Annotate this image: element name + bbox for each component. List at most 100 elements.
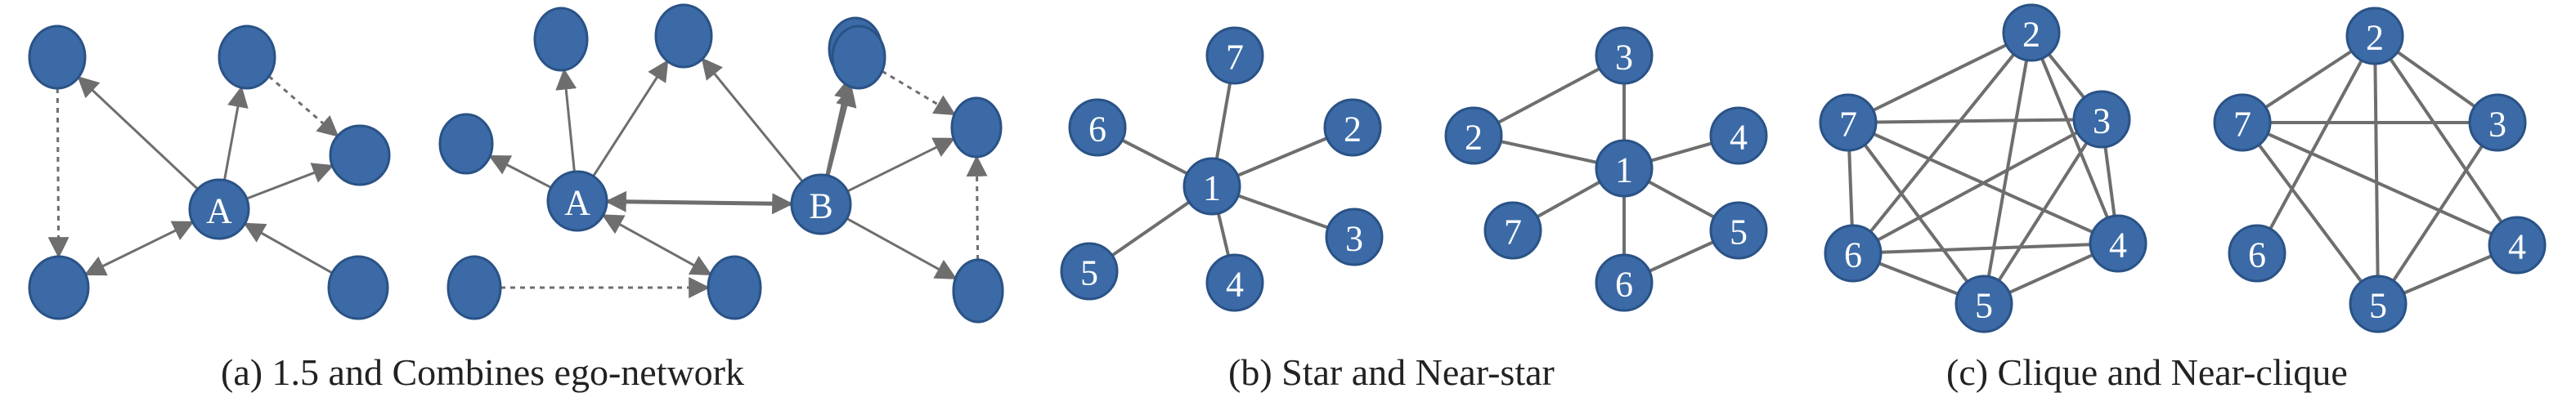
node-n5: 5 — [1709, 201, 1768, 260]
edge-cA-c1 — [488, 154, 552, 189]
edge-r4-r5 — [2403, 254, 2493, 295]
node-label: 5 — [1080, 253, 1098, 293]
edge-eA-e3 — [246, 163, 334, 200]
node-circle — [28, 255, 90, 320]
node-circle — [1444, 106, 1503, 165]
node-circle — [1595, 139, 1654, 198]
node-label: 3 — [2093, 101, 2111, 141]
node-q2: 2 — [2002, 3, 2061, 62]
edge-n1-n7 — [1536, 180, 1601, 219]
caption-star: (b) Star and Near-star — [1228, 351, 1555, 393]
node-circle — [1824, 224, 1883, 283]
node-circle — [28, 25, 87, 90]
node-circle — [2072, 90, 2131, 149]
edge-eA-e2 — [222, 86, 249, 181]
edge-cA-c5 — [592, 60, 669, 177]
node-label: 7 — [1839, 105, 1857, 145]
edge-cA-c4 — [601, 214, 712, 276]
node-n4: 4 — [1709, 106, 1768, 165]
node-circle — [2002, 3, 2061, 62]
edge-cA-c2 — [555, 68, 577, 172]
edge-layer — [47, 43, 2503, 298]
edge-r2-r6 — [2269, 59, 2363, 230]
node-c2 — [533, 7, 589, 72]
node-eA: A — [188, 178, 250, 240]
node-label: 3 — [2488, 105, 2506, 145]
node-circle — [1060, 242, 1119, 301]
node-circle — [1323, 98, 1382, 157]
node-circle — [2228, 224, 2287, 283]
node-n2: 2 — [1444, 106, 1503, 165]
node-circle — [533, 7, 589, 72]
node-circle — [654, 3, 713, 69]
node-e2 — [218, 25, 276, 90]
edge-e1-e4 — [47, 87, 70, 259]
node-circle — [447, 255, 502, 320]
node-r6: 6 — [2228, 224, 2287, 283]
node-label: 7 — [1226, 38, 1244, 78]
node-label: 4 — [1226, 265, 1244, 305]
node-circle — [327, 255, 389, 320]
node-e5 — [327, 255, 389, 320]
edge-r3-r5 — [2392, 145, 2484, 282]
edge-e2-e3 — [267, 75, 339, 137]
node-r4: 4 — [2488, 216, 2547, 275]
node-c10 — [952, 258, 1004, 324]
node-c8 — [950, 96, 1003, 159]
node-circle — [438, 113, 494, 175]
edge-r2-r3 — [2396, 50, 2476, 109]
node-label: 6 — [2248, 235, 2266, 275]
edge-s1-s2 — [1236, 136, 1328, 177]
edge-q2-q6 — [1869, 53, 2016, 233]
node-circle — [790, 173, 852, 235]
node-circle — [329, 124, 391, 186]
edge-q4-q5 — [2008, 253, 2094, 294]
node-circle — [1483, 201, 1542, 260]
node-c4 — [707, 255, 762, 320]
edge-q3-q5 — [1997, 141, 2089, 282]
node-circle — [1205, 253, 1264, 312]
node-label: 7 — [1504, 212, 1522, 252]
node-circle — [1819, 93, 1878, 152]
edge-c10-c8 — [966, 154, 988, 261]
node-label: 4 — [2508, 227, 2526, 267]
node-circle — [1709, 106, 1768, 165]
node-n6: 6 — [1595, 253, 1654, 312]
node-label: 6 — [1844, 235, 1862, 275]
edge-eA-e4 — [83, 221, 195, 276]
node-circle — [950, 96, 1003, 159]
node-c5 — [654, 3, 713, 69]
edge-cB-c8 — [846, 137, 956, 193]
node-cA: A — [546, 170, 608, 232]
edge-r4-r7 — [2267, 132, 2493, 235]
edge-r5-r7 — [2257, 144, 2363, 283]
node-circle — [1205, 26, 1264, 85]
edge-n2-n3 — [1497, 67, 1600, 124]
edge-s1-s6 — [1121, 138, 1188, 176]
edge-cB-c6 — [825, 77, 855, 176]
edge-q2-q3 — [2047, 53, 2086, 99]
node-r3: 3 — [2468, 93, 2527, 152]
node-circle — [546, 170, 608, 232]
node-e4 — [28, 255, 90, 320]
node-r5: 5 — [2349, 275, 2408, 333]
node-c7 — [831, 25, 886, 90]
node-circle — [2468, 93, 2527, 152]
node-q6: 6 — [1824, 224, 1883, 283]
edge-n1-n2 — [1500, 140, 1598, 164]
node-r7: 7 — [2213, 93, 2272, 152]
edge-s1-s5 — [1111, 200, 1191, 257]
node-q5: 5 — [1954, 275, 2013, 333]
node-label: 7 — [2233, 105, 2251, 145]
node-label: 2 — [2366, 18, 2384, 58]
edge-q5-q7 — [1863, 144, 1969, 283]
edge-s1-s7 — [1214, 83, 1232, 159]
node-n1: 1 — [1595, 139, 1654, 198]
node-s1: 1 — [1183, 157, 1241, 216]
edge-n1-n5 — [1647, 180, 1716, 219]
edge-q5-q6 — [1878, 261, 1959, 296]
edge-q4-q6 — [1880, 243, 2091, 254]
node-s5: 5 — [1060, 242, 1119, 301]
node-circle — [1325, 208, 1384, 266]
